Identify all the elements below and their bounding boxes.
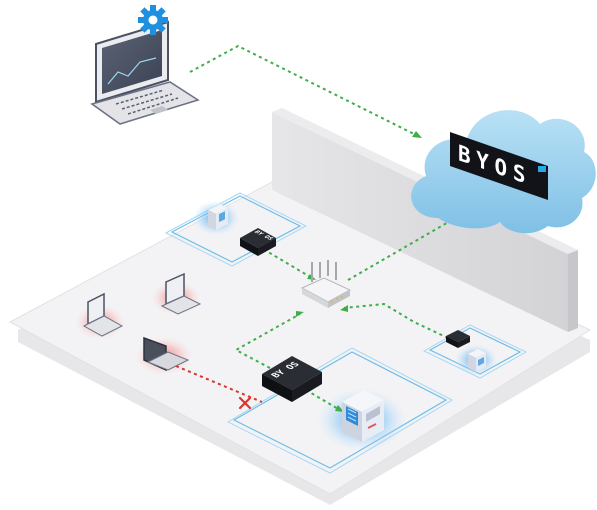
server-icon bbox=[342, 390, 384, 442]
server-icon bbox=[208, 204, 228, 230]
link-gateway-top-to-router bbox=[257, 245, 313, 279]
router-icon bbox=[300, 260, 352, 308]
cloud-icon: BYOS bbox=[411, 110, 596, 234]
gateway-icon: BY OS bbox=[240, 228, 276, 256]
server-icon bbox=[468, 349, 486, 372]
link-gateway-main-to-router bbox=[233, 313, 301, 369]
laptop-icon bbox=[82, 292, 124, 337]
laptop-icon bbox=[143, 336, 190, 372]
floor-platform bbox=[8, 181, 592, 505]
link-admin-to-cloud bbox=[189, 44, 419, 137]
laptop-icon bbox=[160, 272, 202, 315]
link-gateway-main-to-server bbox=[305, 389, 341, 411]
gateway-top-label: BY OS bbox=[252, 230, 275, 241]
gear-icon bbox=[138, 5, 168, 35]
cross-icon bbox=[238, 396, 252, 410]
gateway-main: BY OS bbox=[262, 356, 322, 402]
link-gateway-right-to-router bbox=[343, 302, 449, 339]
link-blocked-laptop bbox=[175, 365, 263, 403]
admin-laptop bbox=[90, 20, 200, 125]
gateway-icon bbox=[446, 330, 470, 348]
